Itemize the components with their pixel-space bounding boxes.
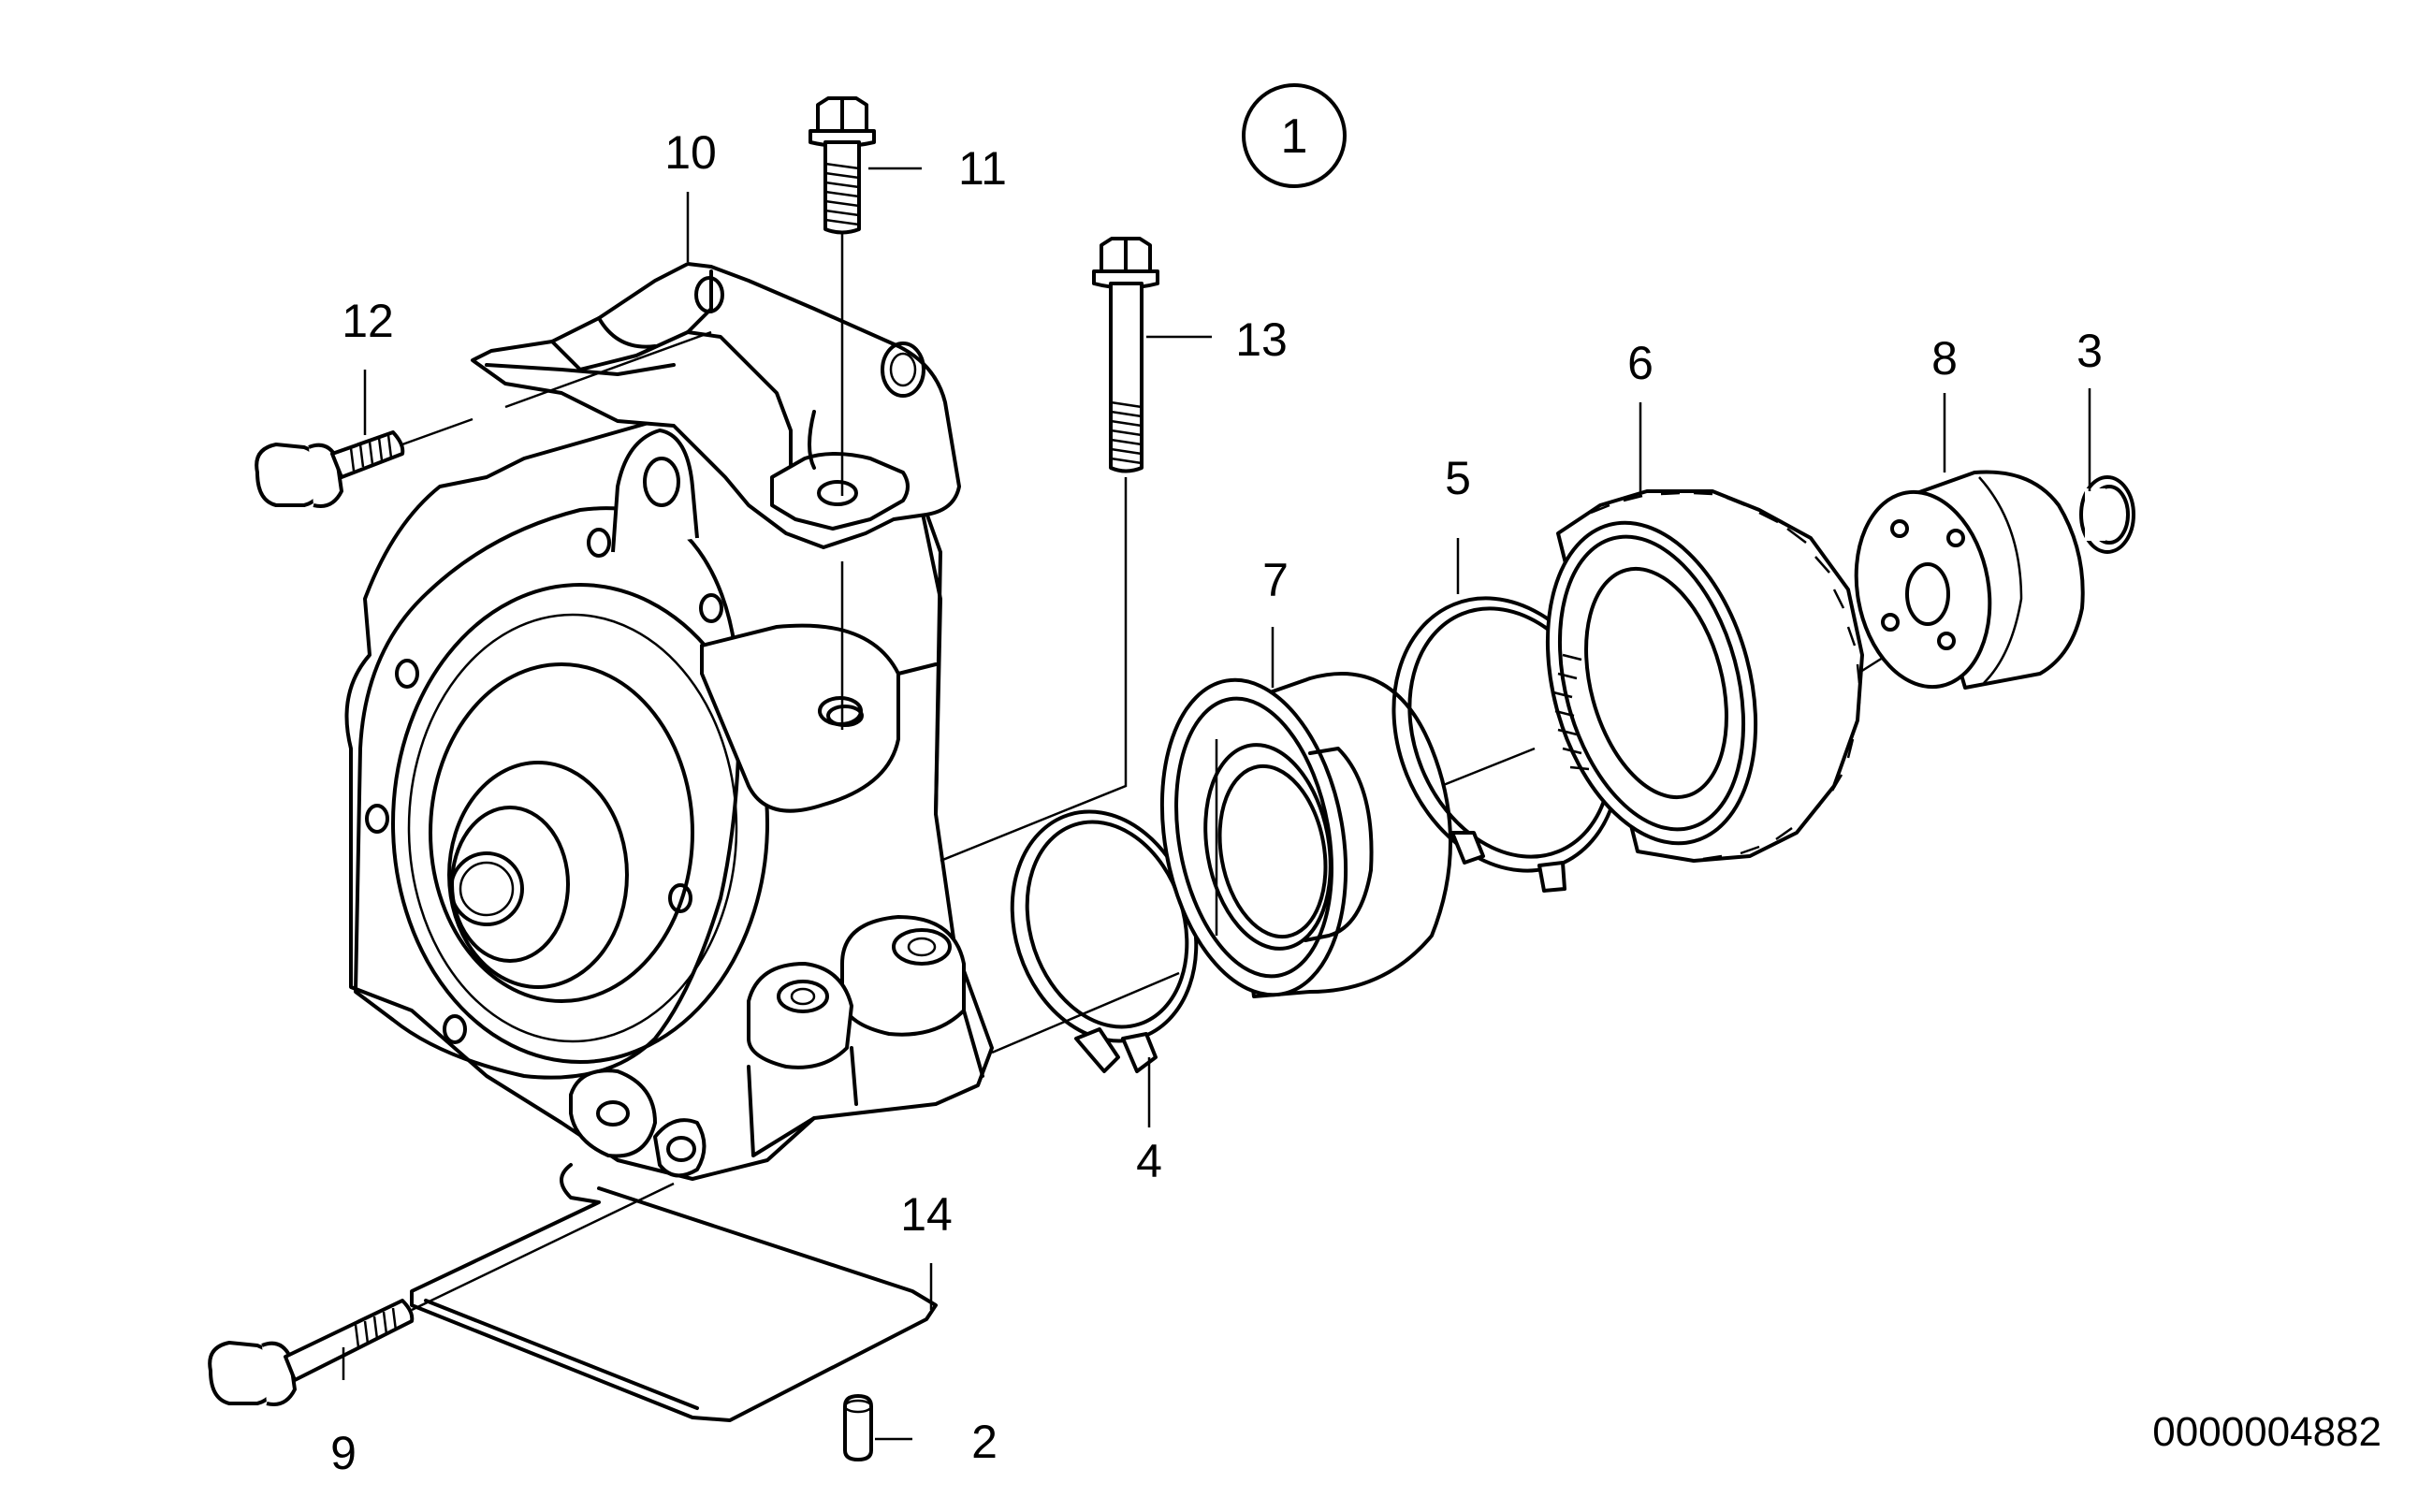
- callout-11: 11: [958, 142, 1007, 195]
- bolt-11: [809, 96, 876, 730]
- callout-10: 10: [664, 126, 717, 179]
- circlip-3: [2079, 475, 2135, 554]
- callout-6: 6: [1627, 337, 1654, 389]
- callout-8: 8: [1931, 332, 1958, 385]
- group-marker: 1: [1242, 83, 1347, 188]
- gear-6: [1545, 489, 1864, 863]
- callout-13: 13: [1235, 313, 1288, 366]
- mounting-bracket: [471, 262, 961, 549]
- bearing-7: [1159, 672, 1452, 998]
- callout-12: 12: [342, 295, 394, 347]
- bolt-13: [940, 237, 1159, 863]
- bolt-9: [208, 1182, 675, 1406]
- bolt-12: [255, 330, 712, 508]
- leader-lines: [342, 167, 2091, 1441]
- callout-labels: 11 10 12 13 6 8 3 5 7 4 14 9 2: [330, 126, 2103, 1479]
- hub-8: [1854, 470, 2085, 690]
- callout-7: 7: [1262, 554, 1289, 606]
- group-marker-label: 1: [1281, 109, 1308, 164]
- document-number: 0000004882: [2152, 1409, 2382, 1455]
- callout-5: 5: [1445, 452, 1471, 504]
- circlip-4: [1010, 809, 1199, 1073]
- dowel-pin-2: [843, 1394, 873, 1461]
- callout-14: 14: [900, 1188, 953, 1241]
- gearbox-housing: [344, 363, 994, 1181]
- callout-3: 3: [2076, 325, 2103, 377]
- callout-9: 9: [330, 1427, 357, 1479]
- callout-2: 2: [971, 1416, 998, 1468]
- callout-4: 4: [1136, 1135, 1162, 1187]
- wire-gasket-14: [410, 1163, 938, 1422]
